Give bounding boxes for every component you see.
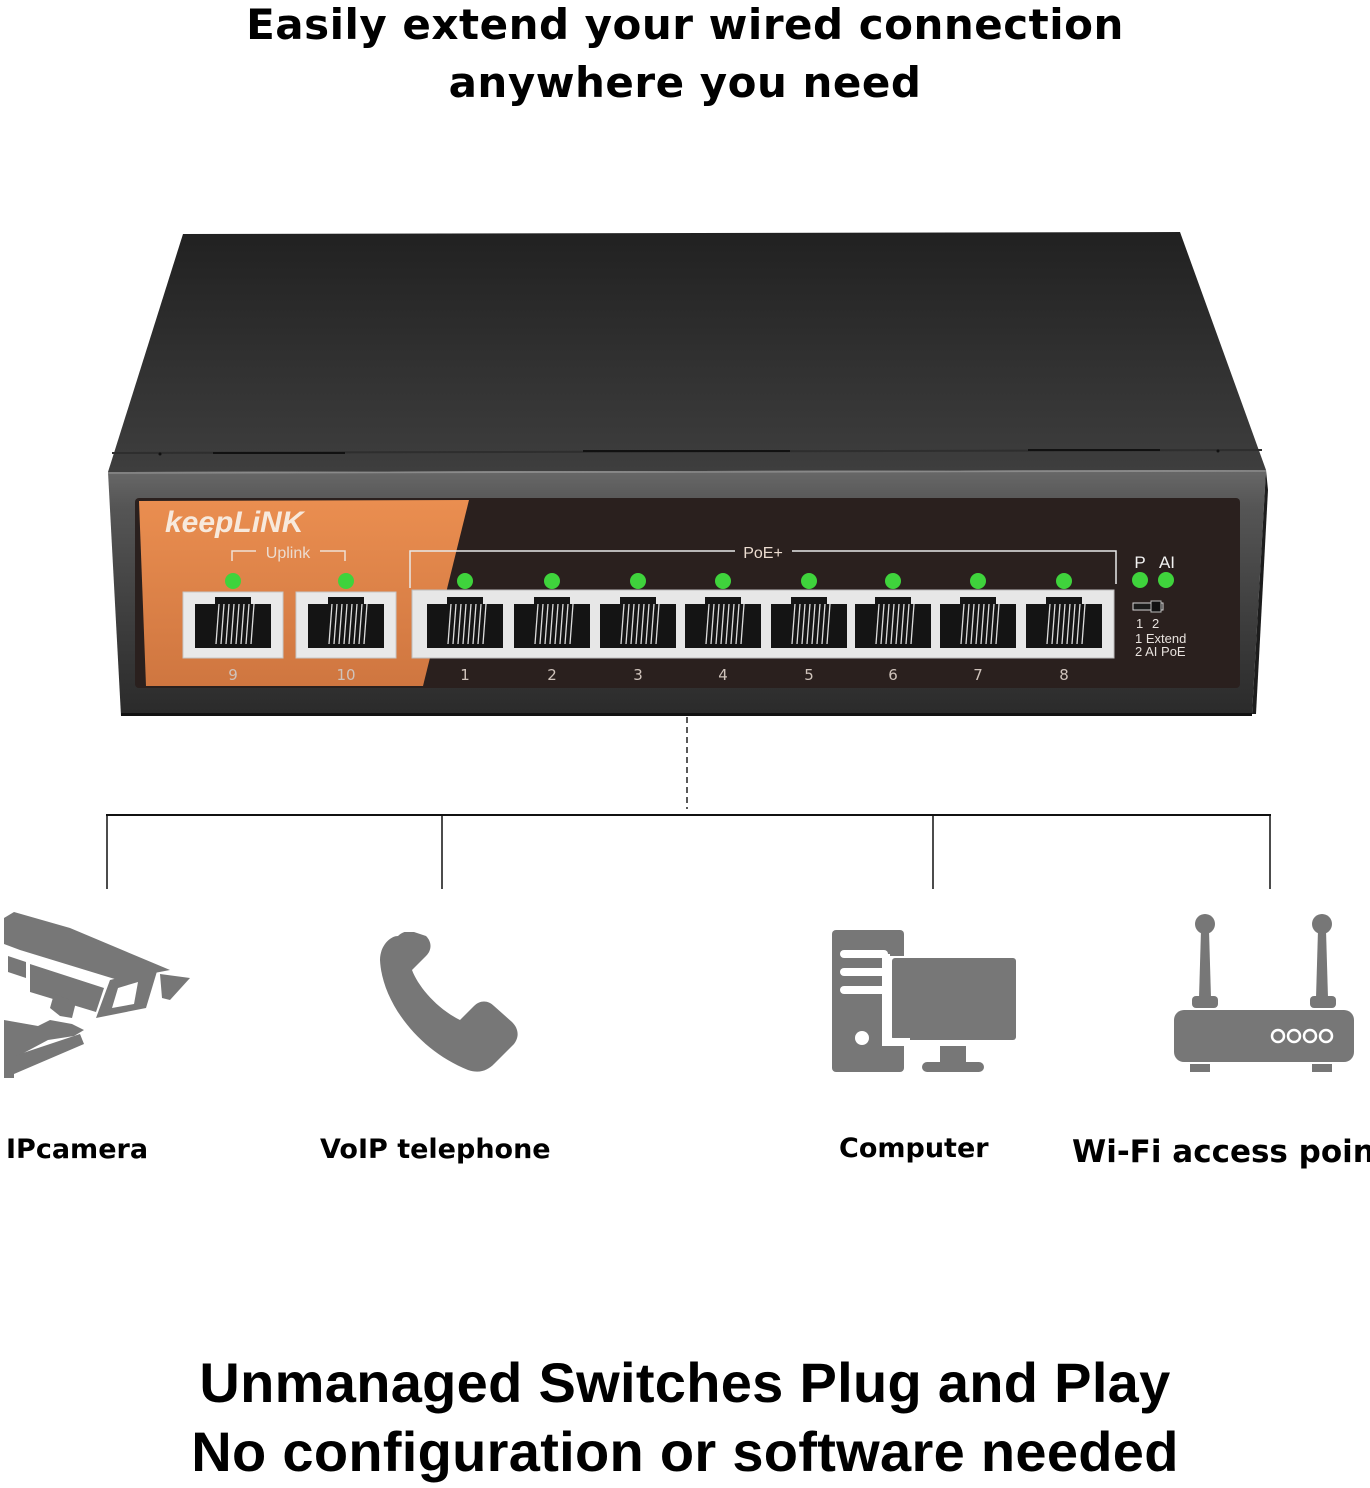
port-number-label: 4	[718, 666, 728, 684]
poe-port-6[interactable]: 6	[855, 573, 931, 684]
link-led	[225, 573, 241, 589]
device-label-phone: VoIP telephone	[320, 1134, 551, 1165]
port-number-label: 9	[228, 666, 238, 684]
desktop-computer-icon	[832, 930, 1018, 1072]
connection-diagram	[106, 717, 1271, 889]
tagline: Unmanaged Switches Plug and Play No conf…	[0, 1348, 1370, 1486]
device-label-computer: Computer	[839, 1133, 989, 1164]
uplink-port-10[interactable]: 10	[295, 573, 397, 684]
poe-port-5[interactable]: 5	[771, 573, 847, 684]
tagline-line-1: Unmanaged Switches Plug and Play	[199, 1351, 1171, 1414]
brand-logo: keepLiNK	[165, 506, 306, 539]
device-phone	[378, 931, 523, 1078]
headline-line-1: Easily extend your wired connection	[246, 0, 1124, 49]
port-number-label: 8	[1059, 666, 1069, 684]
device-ipcamera	[0, 908, 195, 1082]
headline-line-2: anywhere you need	[448, 58, 922, 107]
uplink-label: Uplink	[266, 545, 311, 562]
poe-port-7[interactable]: 7	[940, 573, 1016, 684]
device-label-wifi: Wi-Fi access point	[1072, 1134, 1370, 1170]
indicator-ai-label: AI	[1159, 553, 1175, 572]
mode-legend-ai-poe: 2 AI PoE	[1135, 644, 1186, 659]
device-label-ipcamera: IPcamera	[6, 1134, 149, 1165]
link-led	[885, 573, 901, 589]
link-led	[630, 573, 646, 589]
wifi-router-icon	[1174, 914, 1354, 1072]
poe-port-4[interactable]: 4	[685, 573, 761, 684]
port-number-label: 3	[633, 666, 643, 684]
poe-port-8[interactable]: 8	[1026, 573, 1102, 684]
mode-legend-extend: 1 Extend	[1135, 631, 1186, 646]
port-number-label: 10	[336, 666, 355, 684]
link-led	[970, 573, 986, 589]
port-number-label: 1	[460, 666, 470, 684]
mode-switch-position-1: 1	[1136, 616, 1143, 631]
indicator-p-led	[1132, 572, 1148, 588]
mode-switch-position-2: 2	[1152, 616, 1159, 631]
poe-port-1[interactable]: 1	[427, 573, 503, 684]
link-led	[338, 573, 354, 589]
headline: Easily extend your wired connection anyw…	[0, 0, 1370, 112]
poe-port-3[interactable]: 3	[600, 573, 676, 684]
link-led	[801, 573, 817, 589]
poe-plus-label: PoE+	[743, 545, 783, 562]
link-led	[544, 573, 560, 589]
poe-port-2[interactable]: 2	[514, 573, 590, 684]
security-camera-icon	[4, 912, 190, 1078]
phone-icon	[380, 931, 518, 1072]
device-wifi-router	[1170, 910, 1360, 1079]
tagline-line-2: No configuration or software needed	[191, 1420, 1179, 1483]
indicator-p-label: P	[1134, 553, 1145, 572]
uplink-port-9[interactable]: 9	[182, 573, 284, 684]
link-led	[1056, 573, 1072, 589]
switch-top-lid	[108, 232, 1266, 472]
indicator-ai-led	[1158, 572, 1174, 588]
port-number-label: 5	[804, 666, 814, 684]
link-led	[457, 573, 473, 589]
port-number-label: 7	[973, 666, 983, 684]
port-number-label: 2	[547, 666, 557, 684]
mode-slide-switch[interactable]	[1132, 600, 1164, 613]
link-led	[715, 573, 731, 589]
device-computer	[830, 928, 1020, 1080]
port-number-label: 6	[888, 666, 898, 684]
